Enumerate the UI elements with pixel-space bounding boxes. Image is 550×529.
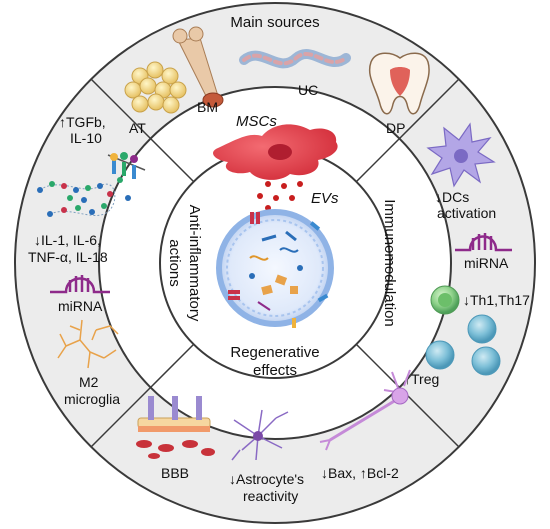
microglia-icon bbox=[57, 319, 119, 369]
th-cell-icon bbox=[430, 285, 460, 315]
regenerative-title-line1: Regenerative bbox=[230, 344, 319, 361]
astrocyte-icon bbox=[231, 409, 289, 461]
umbilical-cord-icon bbox=[239, 49, 351, 69]
mirna-label-right: miRNA bbox=[464, 255, 509, 271]
bone-marrow-icon bbox=[172, 26, 224, 108]
source-dp-label: DP bbox=[386, 120, 405, 136]
inner-dividers bbox=[150, 138, 400, 388]
il-label-line1: ↓IL-1, IL-6, bbox=[34, 232, 101, 248]
vesicle-icon bbox=[216, 209, 334, 328]
mirna-icon-left bbox=[50, 275, 110, 294]
astrocyte-label-line2: reactivity bbox=[243, 488, 298, 504]
tgfb-label-line1: ↑TGFb, bbox=[59, 114, 106, 130]
il-label-line2: TNF-α, IL-18 bbox=[28, 249, 108, 265]
evs-label: EVs bbox=[311, 190, 339, 207]
main-sources-title: Main sources bbox=[230, 14, 319, 31]
mscs-label: MSCs bbox=[236, 113, 277, 130]
th-label: ↓Th1,Th17 bbox=[463, 292, 530, 308]
regenerative-title-line2: effects bbox=[253, 362, 297, 379]
dcs-label-line1: ↓DCs bbox=[435, 189, 469, 205]
outer-dividers bbox=[90, 78, 460, 448]
source-uc-label: UC bbox=[298, 82, 318, 98]
bbb-label: BBB bbox=[161, 465, 189, 481]
bbb-icon bbox=[136, 396, 215, 459]
anti-inflammatory-title-line1: Anti-inflammatory bbox=[186, 205, 203, 322]
neuron-icon bbox=[319, 369, 411, 451]
treg-cells-icon bbox=[425, 314, 501, 376]
astrocyte-label-line1: ↓Astrocyte's bbox=[229, 471, 304, 487]
anti-inflammatory-title-line2: actions bbox=[166, 239, 183, 287]
dendritic-cell-icon bbox=[426, 122, 496, 188]
receptor-icon bbox=[107, 152, 146, 179]
tooth-icon bbox=[368, 52, 430, 115]
source-bm-label: BM bbox=[197, 99, 218, 115]
bax-label: ↓Bax, ↑Bcl-2 bbox=[321, 465, 399, 481]
msc-cell-icon bbox=[213, 124, 338, 180]
adipose-tissue-icon bbox=[124, 61, 187, 114]
immunomodulation-title: Immunomodulation bbox=[381, 199, 398, 327]
ev-dots bbox=[257, 181, 303, 211]
treg-label: ↑Treg bbox=[404, 371, 439, 387]
m2-label-line2: microglia bbox=[64, 391, 120, 407]
m2-label-line1: M2 bbox=[79, 374, 99, 390]
tgfb-label-line2: IL-10 bbox=[70, 130, 102, 146]
dcs-label-line2: activation bbox=[437, 205, 496, 221]
signaling-network-icon bbox=[37, 177, 131, 217]
mirna-label-left: miRNA bbox=[58, 298, 103, 314]
mirna-icon-right bbox=[455, 233, 512, 252]
source-at-label: AT bbox=[129, 120, 146, 136]
